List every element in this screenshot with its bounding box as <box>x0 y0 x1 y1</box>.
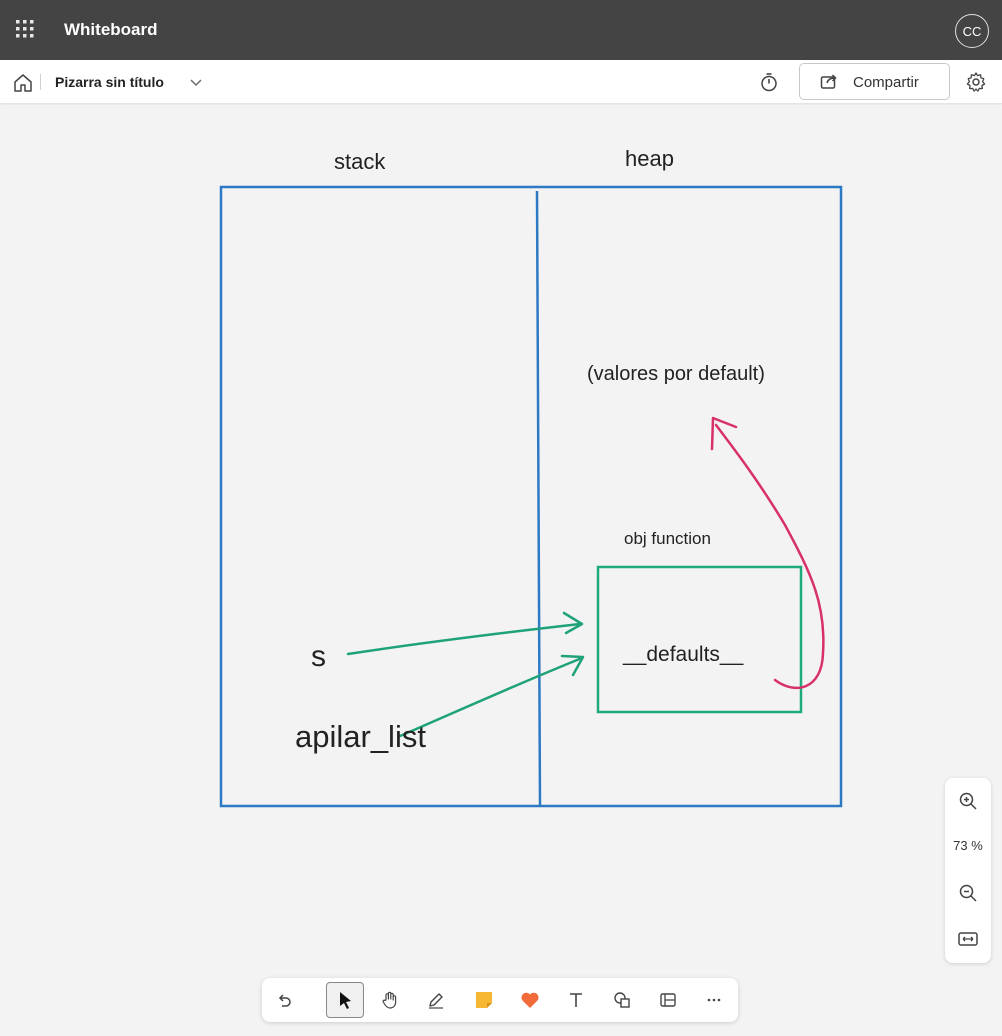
home-icon[interactable] <box>12 72 34 94</box>
text-tool-button[interactable] <box>562 986 590 1014</box>
timer-icon[interactable] <box>758 71 780 93</box>
chevron-down-icon[interactable] <box>188 74 204 90</box>
sticky-note-button[interactable] <box>470 986 498 1014</box>
undo-icon <box>278 994 291 1007</box>
zoom-in-icon[interactable] <box>957 790 979 812</box>
title-bar: Whiteboard CC <box>0 0 1002 60</box>
select-tool-button[interactable] <box>326 982 364 1018</box>
user-avatar[interactable]: CC <box>955 14 989 48</box>
share-icon <box>820 74 837 89</box>
more-icon <box>707 998 721 1002</box>
templates-icon <box>660 993 676 1007</box>
zoom-level: 73 % <box>953 838 983 853</box>
pen-tool-button[interactable] <box>422 986 450 1014</box>
heap-label[interactable]: heap <box>625 146 674 171</box>
undo-button[interactable] <box>270 986 298 1014</box>
share-button[interactable]: Compartir <box>799 63 950 100</box>
pen-icon <box>429 993 443 1009</box>
app-launcher-icon[interactable] <box>14 18 36 40</box>
gear-icon[interactable] <box>965 71 987 93</box>
shapes-tool-button[interactable] <box>608 986 636 1014</box>
arrow-s-to-object[interactable] <box>346 622 582 656</box>
select-icon <box>340 992 351 1009</box>
apilar-list-label[interactable]: apilar_list <box>295 719 426 754</box>
arrowhead-apilar <box>560 654 585 677</box>
shapes-icon <box>614 992 630 1008</box>
zoom-out-icon[interactable] <box>957 882 979 904</box>
arrowhead-red <box>710 416 738 451</box>
text-icon <box>570 993 582 1007</box>
board-title[interactable]: Pizarra sin título <box>55 74 164 90</box>
board-drawing <box>219 185 843 808</box>
reaction-heart-icon <box>521 992 539 1008</box>
stack-label[interactable]: stack <box>334 149 386 174</box>
command-bar: Pizarra sin título Compartir <box>0 60 1002 104</box>
hand-tool-button[interactable] <box>376 986 404 1014</box>
arrow-apilar-to-object[interactable] <box>398 656 584 738</box>
fit-to-screen-icon[interactable] <box>957 928 979 950</box>
app-name: Whiteboard <box>64 20 158 39</box>
obj-function-label[interactable]: obj function <box>624 529 711 548</box>
whiteboard-canvas[interactable]: stack heap (valores por default) obj fun… <box>0 105 1002 1036</box>
share-label: Compartir <box>853 74 919 91</box>
arrowhead-s <box>562 611 584 635</box>
sticky-note-icon <box>476 992 492 1008</box>
templates-button[interactable] <box>654 986 682 1014</box>
memory-frame[interactable] <box>219 185 843 808</box>
function-object-box[interactable] <box>596 565 803 714</box>
more-options-button[interactable] <box>700 986 728 1014</box>
hand-icon <box>382 991 397 1009</box>
s-variable-label[interactable]: s <box>311 640 326 673</box>
breadcrumb-separator <box>40 74 41 90</box>
defaults-label[interactable]: __defaults__ <box>623 643 744 666</box>
zoom-panel: 73 % <box>945 778 991 963</box>
default-values-label[interactable]: (valores por default) <box>587 363 765 385</box>
arrow-defaults-to-values[interactable] <box>714 423 825 690</box>
bottom-toolbar <box>262 978 738 1022</box>
reactions-button[interactable] <box>516 986 544 1014</box>
stack-heap-divider[interactable] <box>535 190 542 806</box>
